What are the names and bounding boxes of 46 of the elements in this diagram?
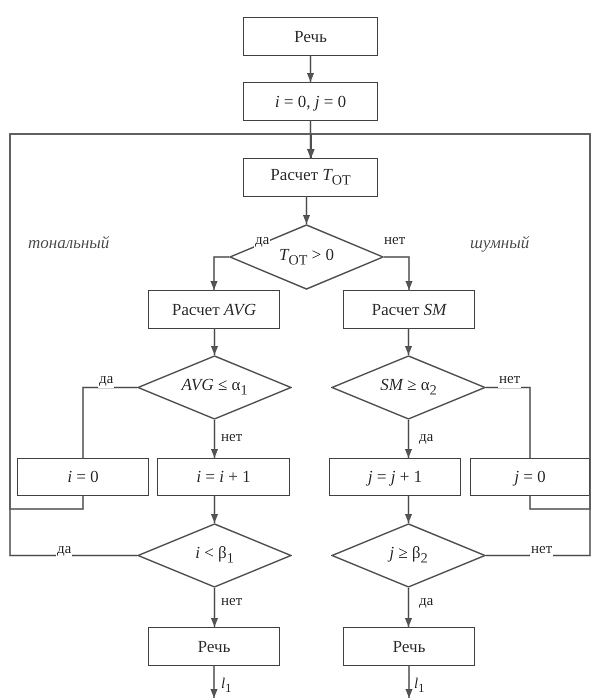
arrow — [210, 329, 218, 355]
arrow — [404, 329, 412, 355]
connector-line — [486, 386, 531, 458]
process-box — [157, 458, 290, 496]
arrow — [210, 420, 218, 458]
arrow — [306, 56, 314, 82]
node-text: AVG ≤ α$_{1}$ — [181, 375, 248, 400]
arrow — [210, 496, 218, 523]
process-box — [343, 290, 475, 329]
process-box — [243, 82, 378, 121]
arrow — [404, 420, 412, 458]
process-box — [470, 458, 590, 496]
process-box — [243, 158, 378, 197]
process-box — [148, 290, 280, 329]
node-text: Речь — [392, 636, 426, 656]
process-box — [329, 458, 461, 496]
node-text: SM ≥ α$_{2}$ — [380, 375, 437, 400]
node-text: j ≥ β$_{2}$ — [389, 543, 428, 568]
node-text: j = 0 — [514, 467, 546, 487]
arrow — [306, 121, 314, 158]
branch-caption: шумный — [470, 233, 530, 253]
node-text: i < β$_{1}$ — [195, 543, 234, 568]
arrow — [384, 256, 413, 290]
connector-line — [82, 386, 137, 458]
arrow — [210, 256, 229, 290]
node-text: Расчет SM — [372, 300, 446, 320]
node-text: i = i + 1 — [196, 467, 251, 487]
arrow — [210, 666, 218, 698]
node-text: T$_{ОТ}$ > 0 — [279, 244, 334, 270]
node-text: Расчет T$_{ОТ}$ — [270, 165, 351, 190]
node-text: Речь — [198, 636, 230, 656]
process-box — [148, 627, 280, 666]
node-text: Расчет AVG — [172, 300, 256, 320]
arrow — [404, 588, 412, 627]
process-box — [243, 17, 378, 56]
node-text: j = j + 1 — [368, 467, 422, 487]
arrow — [405, 666, 413, 698]
arrow — [302, 197, 310, 224]
node-text: Речь — [294, 26, 327, 46]
arrow — [210, 588, 218, 627]
process-box — [17, 458, 149, 496]
node-text: i = 0, j = 0 — [274, 92, 346, 112]
process-box — [343, 627, 475, 666]
arrow — [404, 496, 412, 523]
branch-caption: тональный — [28, 233, 110, 253]
node-text: i = 0 — [67, 467, 99, 487]
